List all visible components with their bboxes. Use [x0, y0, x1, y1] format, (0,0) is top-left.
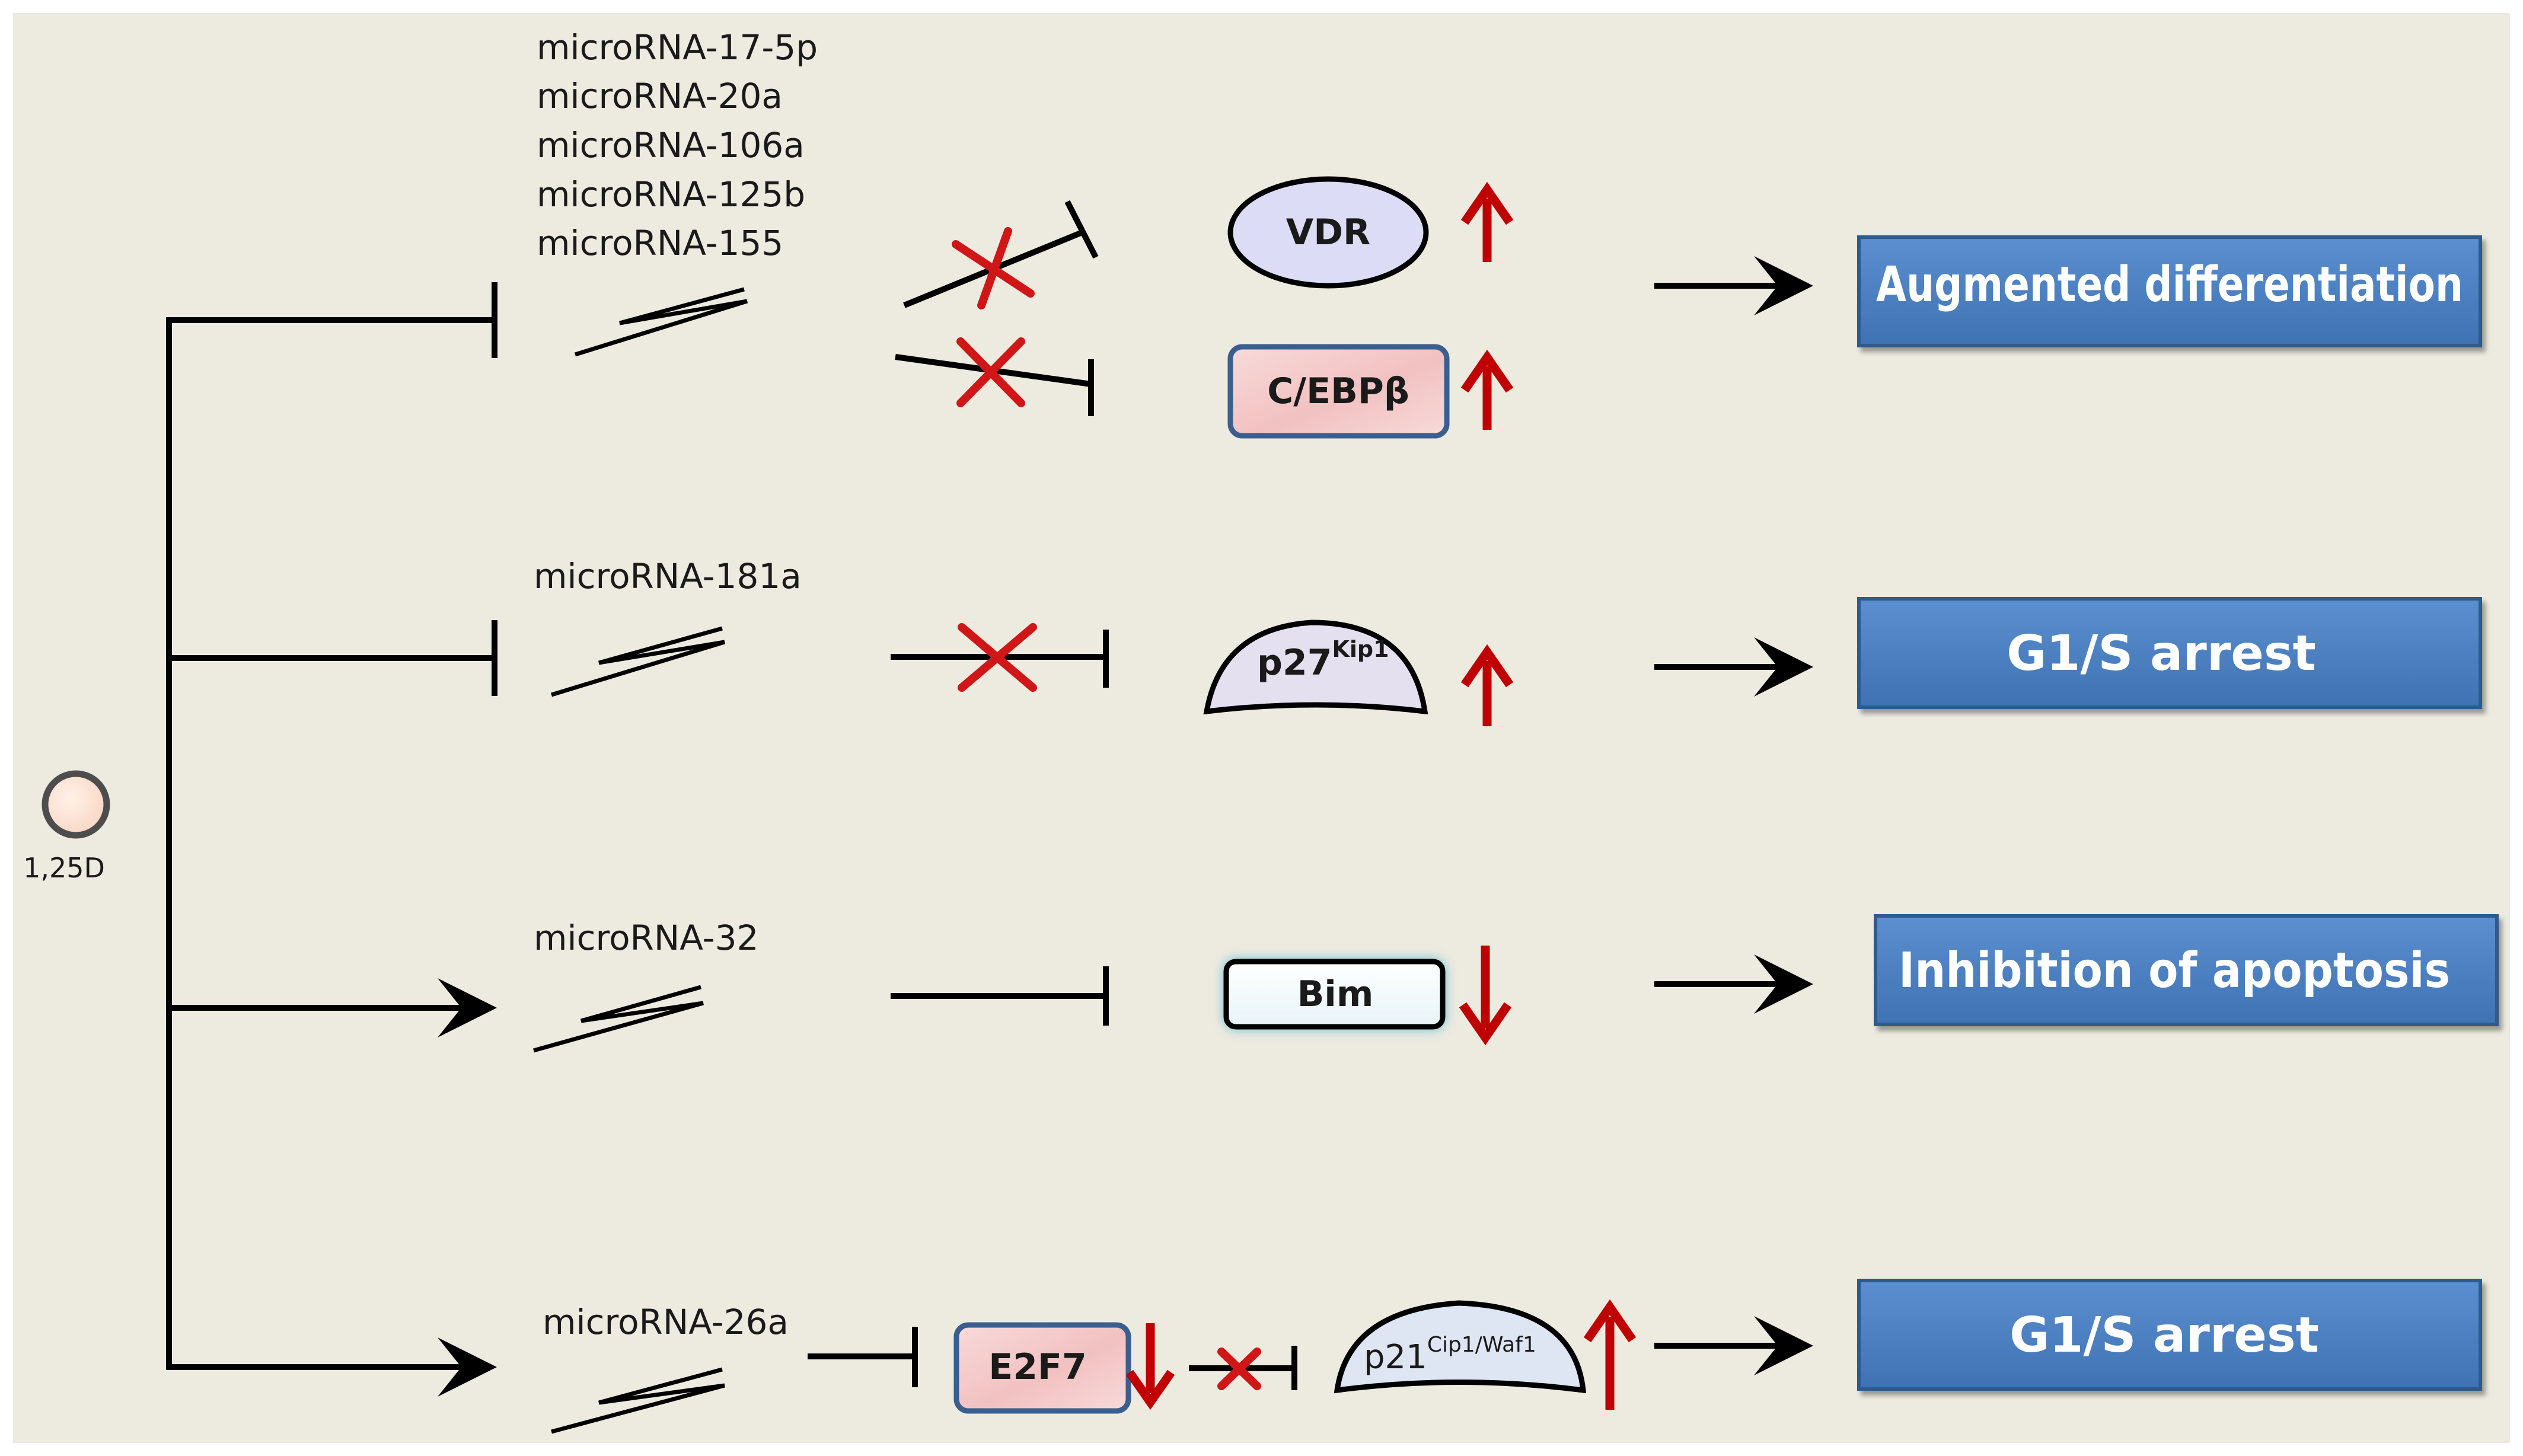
row-3: microRNA-32 Bim Inhibition of apoptosis: [533, 914, 2499, 1053]
outcome-label: G1/S arrest: [2007, 625, 2316, 682]
up-arrow-icon: [1460, 349, 1514, 430]
outcome-label: Inhibition of apoptosis: [1899, 943, 2450, 999]
p27-node: [1203, 620, 1428, 715]
mirna-label: microRNA-125b: [537, 174, 805, 215]
mirna-squiggle-icon: [551, 1367, 725, 1434]
inhibition-cross-icon: [1217, 1348, 1261, 1390]
e2f7-node: [953, 1322, 1131, 1414]
p27-label-sup: Kip1: [1332, 636, 1389, 662]
p21-node: [1334, 1300, 1587, 1394]
vdr-node: [1227, 176, 1429, 289]
up-arrow-icon: [1460, 181, 1514, 262]
mirna-label: microRNA-32: [534, 918, 758, 958]
ligand-circle-icon: [42, 770, 110, 839]
mirna-squiggle-icon: [574, 287, 748, 357]
e2f7-label: E2F7: [988, 1346, 1086, 1388]
ligand-branches: [166, 282, 497, 1397]
mirna-squiggle-icon: [533, 985, 704, 1053]
bim-node: [1223, 959, 1446, 1030]
up-arrow-icon: [1460, 644, 1514, 726]
up-arrow-icon: [1583, 1299, 1637, 1410]
outcome-box: [1857, 597, 2482, 709]
mirna-label: microRNA-106a: [537, 125, 805, 165]
mirna-label: microRNA-26a: [543, 1302, 789, 1342]
p27-label-base: p27: [1257, 642, 1332, 684]
mirna-label: microRNA-155: [537, 223, 783, 263]
p21-label-sup: Cip1/Waf1: [1427, 1333, 1536, 1357]
cebp-label: C/EBPβ: [1267, 371, 1409, 412]
vdr-label: VDR: [1286, 212, 1370, 253]
outcome-box: [1857, 235, 2482, 347]
ligand-125d: 1,25D: [23, 770, 110, 884]
outcome-label: G1/S arrest: [2010, 1307, 2319, 1364]
outcome-label: Augmented differentiation: [1876, 257, 2463, 313]
inhibition-cross-icon: [952, 227, 1035, 309]
inhibition-bar-icon: [1064, 200, 1099, 259]
down-arrow-icon: [1459, 946, 1512, 1046]
row-1: microRNA-17-5p microRNA-20a microRNA-106…: [537, 27, 2482, 439]
mirna-label: microRNA-20a: [537, 76, 783, 116]
mirna-label: microRNA-181a: [534, 556, 802, 596]
p21-label-base: p21: [1364, 1338, 1427, 1377]
outcome-box: [1874, 914, 2499, 1026]
p27-label: p27Kip1: [1257, 636, 1389, 684]
inhibition-cross-icon: [956, 337, 1025, 407]
row-2: microRNA-181a p27Kip1 G1/S arrest: [534, 556, 2482, 726]
outcome-box: [1857, 1279, 2482, 1391]
mirna-label: microRNA-17-5p: [537, 27, 818, 68]
row-4: microRNA-26a E2F7 p21Cip1/Waf1 G1/S arre…: [543, 1279, 2482, 1434]
p21-label: p21Cip1/Waf1: [1364, 1333, 1536, 1377]
down-arrow-icon: [1125, 1323, 1175, 1410]
bim-label: Bim: [1297, 973, 1374, 1015]
cebp-node: [1227, 344, 1450, 439]
mirna-squiggle-icon: [550, 626, 726, 697]
ligand-label: 1,25D: [23, 852, 105, 884]
inhibition-cross-icon: [958, 623, 1037, 692]
